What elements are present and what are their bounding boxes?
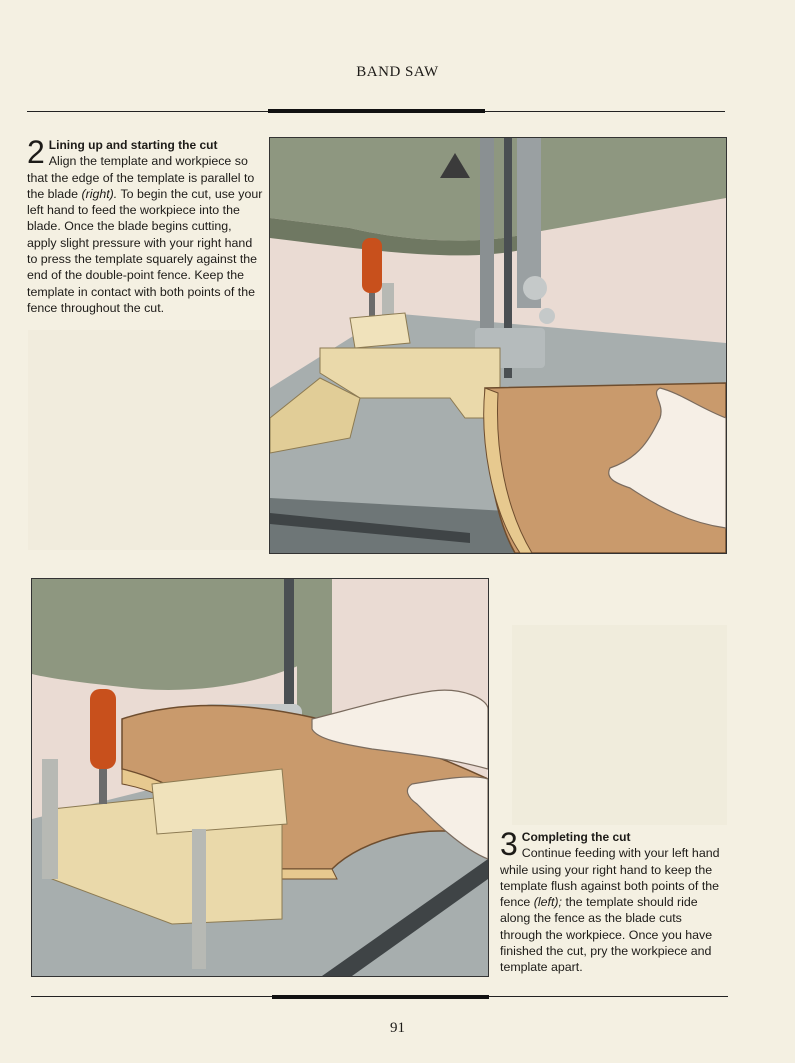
clamp-screw [369, 293, 375, 323]
page-number: 91 [390, 1020, 405, 1036]
clamp-handle [362, 238, 382, 293]
upper-arm [32, 579, 332, 690]
guide-post [480, 138, 494, 368]
table-slot [270, 513, 470, 543]
running-header: BAND SAW [356, 64, 439, 80]
step-3-figure-ref: (left); [533, 895, 562, 910]
step-2-title: Lining up and starting the cut [48, 138, 218, 152]
figure-lining-up-cut [269, 137, 727, 554]
step-2-caption: 2 Lining up and starting the cut Align t… [27, 134, 263, 316]
step-3-body: Continue feeding with your left hand whi… [500, 846, 720, 910]
step-2-number: 2 [27, 134, 45, 170]
step-3-body-continued: the template should ride along the fence… [500, 895, 713, 975]
clamp-bar [382, 283, 394, 323]
warning-triangle [440, 153, 470, 178]
fence-block [319, 347, 501, 419]
guide-knob [523, 276, 547, 300]
table-slot [322, 859, 488, 976]
illustration-band-saw-start-cut [270, 138, 726, 553]
fence-top [151, 768, 288, 835]
right-hand [608, 387, 726, 529]
clamp-bar [192, 829, 206, 969]
bleed-through-shade [512, 625, 727, 825]
step-3-number: 3 [500, 826, 518, 862]
step-3-title: Completing the cut [521, 830, 631, 844]
clamp-handle [90, 689, 116, 769]
fence-base [270, 377, 361, 454]
saw-blade [284, 579, 294, 779]
left-hand [311, 689, 488, 770]
bleed-through-shade [28, 330, 268, 550]
guide-knob [539, 308, 555, 324]
upper-arm [270, 138, 726, 241]
step-2-body: Align the template and workpiece so that… [27, 154, 255, 201]
template-edge [483, 387, 533, 553]
step-2-body-continued: To begin the cut, use your left hand to … [27, 186, 263, 315]
saw-blade [504, 138, 512, 378]
step-2-figure-ref: (right). [81, 186, 118, 201]
clamp-screw [99, 769, 107, 804]
figure-completing-cut [31, 578, 489, 977]
illustration-band-saw-complete-cut [32, 579, 488, 976]
footer-rule-accent [272, 995, 489, 999]
header-rule-accent [268, 109, 485, 113]
step-3-caption: 3 Completing the cut Continue feeding wi… [500, 826, 720, 976]
right-hand [406, 776, 488, 860]
fence-top [349, 312, 411, 349]
saw-column [297, 579, 332, 739]
clamp-bar [42, 759, 58, 879]
upper-arm-shadow [270, 218, 530, 256]
